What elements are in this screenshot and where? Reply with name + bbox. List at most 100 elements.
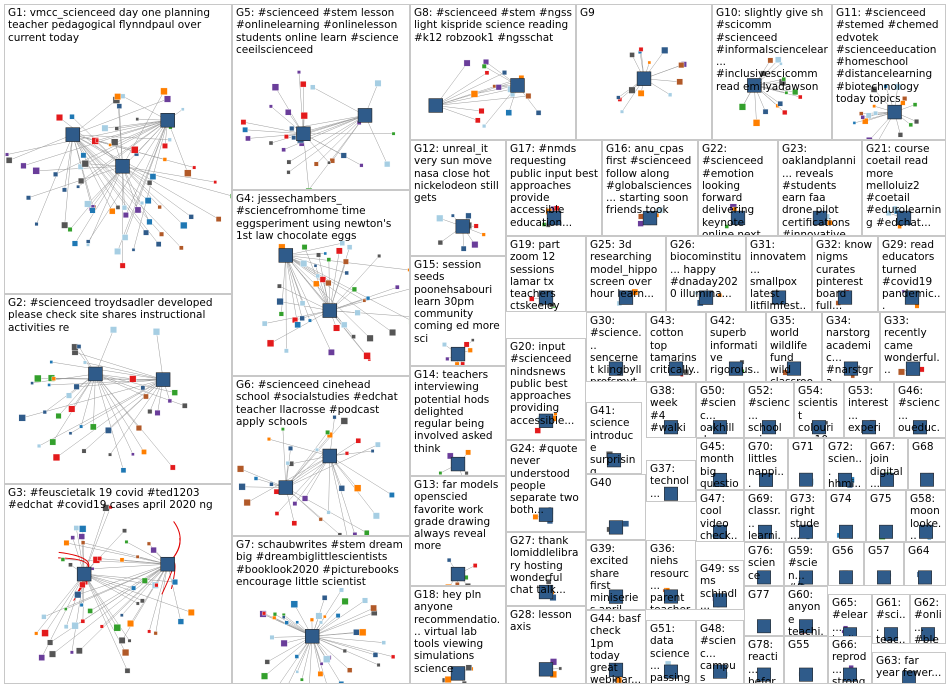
group-cell-g21[interactable]: G21: course coetail read more melloluiz2… — [862, 140, 946, 236]
network-edge — [83, 507, 111, 575]
group-cell-g58[interactable]: G58: moon looke... — [906, 490, 946, 542]
group-cell-g31[interactable]: G31: innovatem... smallpox latest litfil… — [746, 236, 812, 312]
group-cell-g67[interactable]: G67: join digital... — [866, 438, 908, 490]
network-edge — [95, 373, 174, 468]
group-cell-g70[interactable]: G70: littles nappi... — [744, 438, 788, 490]
group-cell-g64[interactable]: G64 — [904, 542, 946, 586]
group-cell-g4[interactable]: G4: jessechambers_ #sciencefromhome time… — [232, 190, 410, 376]
group-cell-g75[interactable]: G75 — [866, 490, 906, 542]
network-node — [71, 348, 79, 356]
group-cell-g42[interactable]: G42: superb informative rigorous... — [706, 312, 766, 382]
group-cell-g15[interactable]: G15: session seeds poonehsabouri learn 3… — [410, 256, 506, 366]
group-label: G17: #nmds requesting public input best … — [510, 143, 598, 229]
group-cell-g9[interactable]: G9 — [576, 4, 712, 140]
network-node — [299, 300, 306, 306]
group-cell-g38[interactable]: G38: week #4 #walkin... provided avenue.… — [646, 382, 696, 438]
network-edge — [435, 105, 482, 112]
group-cell-g2[interactable]: G2: #scienceed troydsadler developed ple… — [4, 294, 232, 484]
group-cell-g59[interactable]: G59: #scien... #fb... — [784, 542, 828, 586]
group-cell-g39[interactable]: G39: excited share first miniseries apri… — [586, 540, 646, 610]
network-node — [294, 654, 299, 659]
group-cell-g45[interactable]: G45: month big questio... — [696, 438, 744, 490]
group-cell-g44[interactable]: G44: basf check 1pm today great webinar.… — [586, 610, 646, 684]
network-node — [381, 640, 386, 645]
group-cell-g41[interactable]: G41: science introduce surprising surfac… — [586, 402, 642, 474]
group-cell-g22[interactable]: G22: #scienceed #emotion looking forward… — [698, 140, 778, 236]
group-label: G42: superb informative rigorous... — [710, 315, 760, 381]
group-cell-g30[interactable]: G30: #science... sencernet klingbyll pro… — [586, 312, 646, 382]
group-cell-g53[interactable]: G53: interest... experim... help... — [844, 382, 894, 438]
group-cell-g25[interactable]: G25: 3d researching model_hippo screen o… — [586, 236, 666, 312]
group-cell-g62[interactable]: G62: #onli... #ble... #per... — [910, 594, 946, 644]
group-cell-g52[interactable]: G52: #scienc... school science... — [744, 382, 794, 438]
network-edge — [312, 636, 376, 656]
group-cell-g50[interactable]: G50: #scienc... oakhilld... tomorro... — [696, 382, 744, 438]
group-cell-g51[interactable]: G51: data science... passing... — [646, 620, 696, 684]
group-cell-g66[interactable]: G66: reprod... strongl... — [828, 636, 872, 684]
group-cell-g57[interactable]: G57 — [864, 542, 904, 586]
group-cell-g11[interactable]: G11: #scienceed #stemed #chemed edvotek … — [832, 4, 946, 140]
group-cell-g40[interactable]: G40 — [586, 474, 646, 540]
group-cell-g28[interactable]: G28: lesson axis — [506, 606, 586, 684]
group-cell-g68[interactable]: G68 — [908, 438, 946, 490]
group-cell-g27[interactable]: G27: thank lomiddlelibrary hosting wonde… — [506, 532, 586, 606]
group-cell-g72[interactable]: G72: scien... hhmi... — [824, 438, 866, 490]
group-cell-g55[interactable]: G55 — [784, 636, 828, 684]
network-edge — [294, 604, 313, 637]
group-cell-g78[interactable]: G78: reacti... before... — [744, 636, 784, 684]
group-cell-g13[interactable]: G13: far models openscied favorite work … — [410, 476, 506, 586]
group-cell-g34[interactable]: G34: narstorg academic... #narstgra... — [822, 312, 880, 382]
group-cell-g7[interactable]: G7: schaubwrites #stem dream big #dreamb… — [232, 536, 410, 684]
network-edge — [303, 133, 309, 189]
group-cell-g56[interactable]: G56 — [828, 542, 864, 586]
group-cell-g46[interactable]: G46: #scienc... oueduc... followin... — [894, 382, 946, 438]
network-hub-node — [65, 127, 81, 142]
group-cell-g61[interactable]: G61: #sci... teac... scho... — [872, 594, 910, 644]
group-cell-g49[interactable]: G49: ss ms schindl... #scienc... — [696, 560, 744, 610]
network-node — [326, 257, 332, 262]
group-cell-g10[interactable]: G10: slightly give sh #scicomm #sciencee… — [712, 4, 832, 140]
group-cell-g73[interactable]: G73: right stude... — [786, 490, 826, 542]
group-cell-g35[interactable]: G35: world wildlife fund wild classroo..… — [766, 312, 822, 382]
group-cell-g12[interactable]: G12: unreal_it very sun move nasa close … — [410, 140, 506, 256]
group-cell-g5[interactable]: G5: #scienceed #stem lesson #onlinelearn… — [232, 4, 410, 190]
group-cell-g17[interactable]: G17: #nmds requesting public input best … — [506, 140, 602, 236]
group-cell-g74[interactable]: G74 — [826, 490, 866, 542]
group-cell-g71[interactable]: G71 — [788, 438, 824, 490]
group-cell-g43[interactable]: G43: cotton top tamarins critically... — [646, 312, 706, 382]
group-cell-g19[interactable]: G19: part zoom 12 sessions lamar tx teac… — [506, 236, 586, 312]
group-cell-g3[interactable]: G3: #feuscietalk 19 covid #ted1203 #edch… — [4, 484, 232, 684]
group-cell-g36[interactable]: G36: niehs resourc... parent teacher... — [646, 540, 696, 610]
group-cell-g1[interactable]: G1: vmcc_scienceed day one planning teac… — [4, 4, 232, 294]
network-edge — [56, 379, 164, 458]
group-cell-g33[interactable]: G33: recently came wonderful... — [880, 312, 946, 382]
group-cell-g6[interactable]: G6: #scienceed cinehead school #socialst… — [232, 376, 410, 536]
group-label: G78: reacti... before... — [748, 639, 778, 684]
group-cell-g76[interactable]: G76: science — [744, 542, 784, 586]
group-cell-g32[interactable]: G32: know nigms curates pinterest board … — [812, 236, 878, 312]
network-edge — [262, 613, 313, 637]
group-cell-g60[interactable]: G60: anyone teachi... — [784, 586, 828, 636]
group-cell-g77[interactable]: G77 — [744, 586, 784, 636]
group-cell-g54[interactable]: G54: scientist colouring 10 one... — [794, 382, 844, 438]
group-cell-g69[interactable]: G69: classr... learni... — [744, 490, 786, 542]
group-cell-g14[interactable]: G14: teachers interviewing potential hod… — [410, 366, 506, 476]
group-cell-g29[interactable]: G29: read educators turned #covid19 pand… — [878, 236, 946, 312]
network-hub-node — [160, 113, 175, 128]
group-cell-g8[interactable]: G8: #scienceed #stem #ngss light kisprid… — [410, 4, 576, 140]
group-cell-g16[interactable]: G16: anu_cpas first #scienceed follow al… — [602, 140, 698, 236]
network-edge — [545, 669, 554, 675]
group-cell-g48[interactable]: G48: #scienc... campus gecko... — [696, 620, 744, 684]
group-cell-g26[interactable]: G26: biocominstitu... happy #dnaday2020 … — [666, 236, 746, 312]
group-cell-g18[interactable]: G18: hey pln anyone recommendatio... vir… — [410, 586, 506, 684]
group-cell-g37[interactable]: G37: technol... educati... — [646, 460, 696, 502]
network-node — [242, 126, 248, 133]
group-cell-g63[interactable]: G63: far year fewer... — [872, 652, 946, 684]
group-cell-g20[interactable]: G20: input #scienceed nindsnews public b… — [506, 338, 586, 440]
group-cell-g23[interactable]: G23: oaklandplanni... reveals #students … — [778, 140, 862, 236]
network-node — [344, 451, 349, 456]
network-node — [124, 667, 131, 674]
group-cell-g24[interactable]: G24: #quote never understood people sepa… — [506, 440, 586, 532]
group-cell-g47[interactable]: G47: cool video check... — [696, 490, 744, 542]
